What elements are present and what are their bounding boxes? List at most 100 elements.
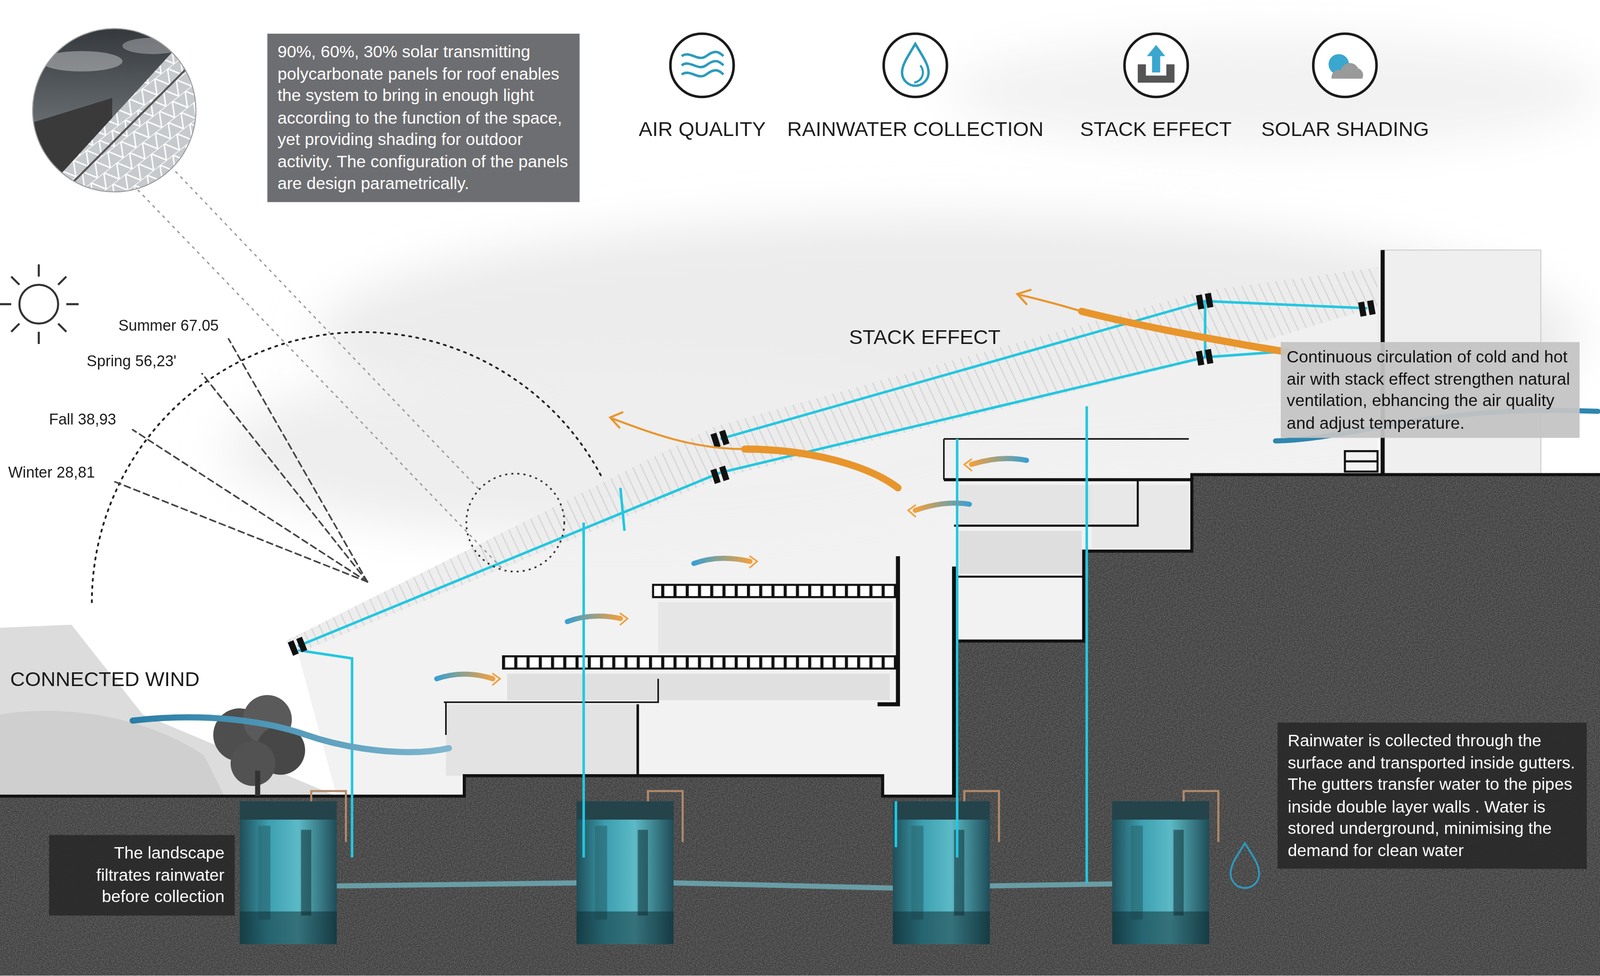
roof-detail-photo bbox=[40, 51, 123, 72]
gutter-lines bbox=[297, 301, 1368, 883]
sky-wash bbox=[949, 35, 1600, 148]
air-flow-arrow bbox=[493, 673, 501, 685]
rainwater-tank bbox=[576, 791, 683, 944]
structure-lines bbox=[943, 477, 1193, 481]
sun-angle-label: Summer 67.05 bbox=[118, 316, 219, 335]
roof-joint bbox=[1195, 292, 1214, 310]
water-pipe bbox=[673, 882, 893, 889]
roof-joint bbox=[710, 465, 730, 485]
gutter-lines bbox=[1204, 301, 1207, 358]
icon-symbol bbox=[881, 31, 949, 99]
air-flow-arrow bbox=[749, 556, 757, 568]
air-flow-arrow bbox=[915, 503, 970, 511]
icon-symbol bbox=[902, 44, 929, 86]
detail-callout bbox=[175, 171, 480, 490]
building-interior bbox=[959, 530, 1082, 574]
icon-symbol bbox=[914, 65, 923, 83]
roof-joint bbox=[287, 636, 307, 656]
structure-lines bbox=[952, 566, 957, 797]
gutter-lines bbox=[620, 487, 625, 531]
note-box: 90%, 60%, 30% solar transmitting polycar… bbox=[267, 33, 580, 202]
building-interior bbox=[1091, 484, 1189, 549]
icon-badge: AIR QUALITY bbox=[638, 31, 766, 142]
sun-angle-lines bbox=[91, 332, 602, 603]
icon-label: SOLAR SHADING bbox=[1261, 116, 1430, 142]
gutter-lines bbox=[894, 800, 898, 847]
icon-symbol bbox=[1151, 53, 1160, 73]
sun-angle-lines bbox=[132, 429, 368, 582]
structure-lines bbox=[1344, 460, 1378, 463]
air-flow-arrow bbox=[693, 557, 750, 564]
sun-symbol bbox=[19, 284, 59, 324]
detail-callout bbox=[137, 189, 506, 572]
sun-angle-lines bbox=[202, 373, 368, 582]
icon-symbol bbox=[1122, 31, 1190, 99]
sun-angle-lines bbox=[112, 480, 368, 582]
roof-joint bbox=[1195, 349, 1214, 366]
structure-lines bbox=[1344, 450, 1378, 472]
gutter-lines bbox=[297, 472, 721, 646]
structure-lines bbox=[636, 703, 639, 776]
structure-lines bbox=[943, 438, 1189, 440]
air-flow-arrow bbox=[620, 613, 628, 625]
icon-symbol bbox=[682, 52, 724, 77]
icon-badge: STACK EFFECT bbox=[1079, 31, 1232, 142]
gutter-lines bbox=[297, 649, 352, 857]
icon-symbol bbox=[1124, 33, 1188, 98]
structure-lines bbox=[953, 575, 1084, 578]
roof-detail-photo bbox=[30, 26, 205, 205]
tree bbox=[255, 770, 261, 797]
stack-air-flow bbox=[1020, 295, 1082, 312]
air-flow-arrow bbox=[971, 458, 1027, 465]
structure-lines bbox=[953, 479, 1138, 526]
detail-callout bbox=[137, 171, 565, 572]
air-flow-arrow bbox=[907, 504, 916, 517]
note-text: Rainwater is collected through the surfa… bbox=[1287, 729, 1577, 862]
icon-symbol bbox=[668, 31, 737, 99]
stack-air-flow bbox=[610, 412, 623, 428]
icon-badge: SOLAR SHADING bbox=[1261, 31, 1430, 142]
gutter-lines bbox=[582, 522, 585, 858]
structure-lines bbox=[943, 438, 945, 480]
roof-detail-photo bbox=[32, 28, 197, 192]
air-flow-arrow bbox=[436, 674, 493, 679]
sun-angle-lines bbox=[91, 332, 602, 603]
detail-callout bbox=[466, 473, 565, 572]
section-label: STACK EFFECT bbox=[848, 324, 1001, 350]
roof-detail-photo bbox=[30, 26, 205, 205]
tree bbox=[213, 694, 306, 796]
tree bbox=[230, 740, 276, 786]
rainwater-tank bbox=[1112, 791, 1219, 944]
stack-air-flow bbox=[745, 449, 899, 488]
wind-flow bbox=[132, 717, 450, 752]
icon-badge: RAINWATER COLLECTION bbox=[787, 31, 1044, 142]
stack-air-flow bbox=[612, 418, 746, 450]
rainwater-tank bbox=[239, 791, 1219, 944]
icon-symbol bbox=[1313, 33, 1377, 98]
note-text: The landscape filtrates rainwater before… bbox=[59, 841, 225, 908]
rainwater-tank bbox=[239, 791, 346, 944]
section-label: CONNECTED WIND bbox=[10, 666, 200, 692]
note-text: 90%, 60%, 30% solar transmitting polycar… bbox=[277, 40, 570, 195]
sun-angle-lines bbox=[228, 338, 368, 582]
roof-joint bbox=[710, 429, 730, 449]
structure-lines bbox=[877, 556, 899, 704]
water-pipe bbox=[336, 882, 577, 886]
sun-symbol bbox=[0, 264, 79, 344]
icon-symbol bbox=[670, 33, 735, 98]
sun-angle-label: Spring 56,23' bbox=[86, 351, 177, 371]
note-box: The landscape filtrates rainwater before… bbox=[48, 834, 235, 915]
landscape bbox=[0, 624, 337, 796]
icon-symbol bbox=[883, 33, 948, 98]
landscape bbox=[0, 624, 337, 796]
icon-label: AIR QUALITY bbox=[638, 116, 766, 142]
building-interior bbox=[507, 673, 890, 701]
water-pipe bbox=[336, 882, 1113, 889]
sun-angle-label: Winter 28,81 bbox=[8, 463, 95, 482]
landscape bbox=[0, 710, 225, 796]
sun-angle-label: Fall 38,93 bbox=[48, 410, 117, 429]
structure-lines bbox=[443, 678, 658, 703]
stack-air-flow bbox=[1081, 311, 1288, 352]
